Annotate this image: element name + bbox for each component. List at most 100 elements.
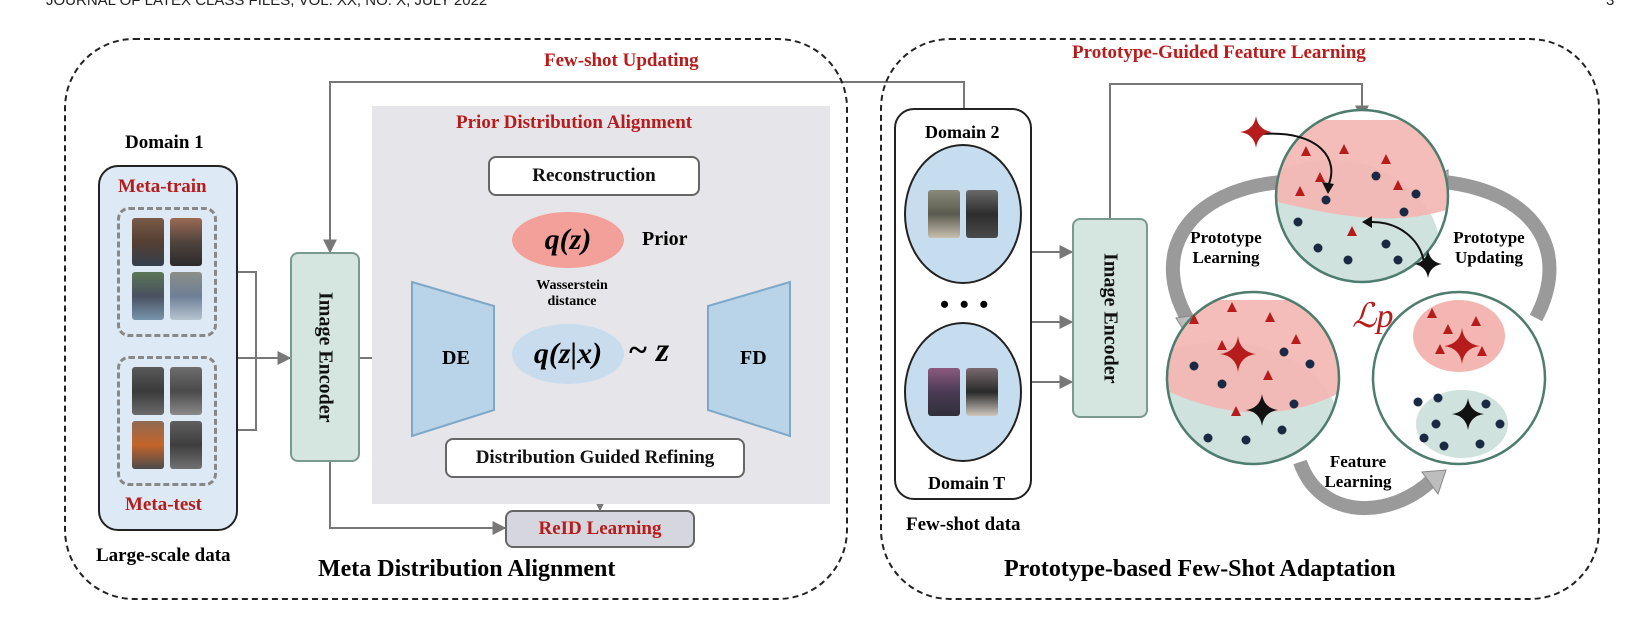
domainT-images [904, 322, 1022, 462]
sample-triangle [1347, 226, 1357, 236]
prototype-updating-label: Prototype Updating [1453, 228, 1525, 267]
sample-triangle [1393, 180, 1403, 190]
sample-dot [1495, 419, 1505, 429]
ellipsis: • • • [940, 290, 991, 319]
sample-triangle [1443, 324, 1453, 334]
sample-markers [1189, 116, 1505, 451]
person-image [170, 272, 202, 320]
distribution-refining-box: Distribution Guided Refining [445, 438, 745, 478]
domain2-label: Domain 2 [925, 122, 1000, 142]
prior-label: Prior [642, 228, 688, 250]
person-image [132, 218, 164, 266]
de-label: DE [442, 347, 470, 369]
sample-triangle [1477, 346, 1487, 356]
image-encoder-left-label: Image Encoder [314, 291, 337, 423]
sample-dot [1371, 171, 1381, 181]
sample-dot [1343, 255, 1353, 265]
sample-triangle [1263, 370, 1273, 380]
image-encoder-right-label: Image Encoder [1099, 252, 1122, 384]
sample-dot [1393, 255, 1403, 265]
sample-dot [1431, 419, 1441, 429]
sample-triangle [1189, 314, 1199, 324]
prototype-star-red [1444, 328, 1480, 364]
arrow-prototype-updating [1443, 175, 1557, 322]
domain1-label: Domain 1 [125, 132, 204, 153]
sample-triangle [1295, 186, 1305, 196]
sample-dot [1381, 239, 1391, 249]
prototype-learning-label: Prototype Learning [1190, 228, 1262, 267]
sample-dot [1413, 397, 1423, 407]
sample-dot [1475, 439, 1485, 449]
page-number: 3 [1606, 0, 1615, 9]
person-image [132, 421, 164, 469]
sample-triangle [1315, 172, 1325, 182]
meta-distribution-panel [64, 38, 848, 600]
prototype-star-red [1220, 336, 1256, 372]
wasserstein-label: Wasserstein distance [536, 278, 608, 309]
sample-dot [1321, 195, 1331, 205]
sample-dot [1399, 207, 1409, 217]
domainT-label: Domain T [928, 473, 1006, 493]
person-image [170, 421, 202, 469]
reid-learning-label: ReID Learning [538, 518, 662, 539]
person-image [928, 368, 960, 416]
image-encoder-right: Image Encoder [1072, 218, 1148, 418]
prior-alignment-title: Prior Distribution Alignment [456, 112, 693, 133]
meta-distribution-title: Meta Distribution Alignment [318, 556, 616, 582]
prototype-star-black [1414, 250, 1442, 278]
fd-trapezoid [707, 280, 791, 438]
sample-dot [1189, 361, 1199, 371]
person-image [966, 190, 998, 238]
reconstruction-label: Reconstruction [532, 165, 656, 186]
prototype-star-black [1246, 394, 1278, 426]
person-image [132, 272, 164, 320]
sample-dot [1203, 433, 1213, 443]
sample-dot [1293, 217, 1303, 227]
sample-dot [1433, 393, 1443, 403]
few-shot-data-label: Few-shot data [906, 514, 1021, 535]
large-scale-label: Large-scale data [96, 545, 231, 566]
sample-triangle [1339, 144, 1349, 154]
sample-triangle [1265, 312, 1275, 322]
fd-label: FD [740, 347, 767, 369]
meta-test-label: Meta-test [125, 494, 203, 515]
sample-triangle [1435, 344, 1445, 354]
image-encoder-left: Image Encoder [290, 252, 360, 462]
sample-dot [1313, 243, 1323, 253]
feature-learning-label: Feature Learning [1324, 452, 1392, 491]
meta-test-images [117, 356, 217, 486]
person-image [966, 368, 998, 416]
person-image [170, 218, 202, 266]
tilde-z-label: ~ z [628, 332, 670, 369]
sample-dot [1217, 379, 1227, 389]
reconstruction-box: Reconstruction [488, 156, 700, 196]
arrow-proto-move [1261, 132, 1333, 187]
journal-header: JOURNAL OF LATEX CLASS FILES, VOL. XX, N… [46, 0, 488, 9]
sample-dot [1481, 399, 1491, 409]
de-trapezoid [411, 280, 495, 438]
reid-learning-box: ReID Learning [505, 510, 695, 548]
sample-dot [1419, 433, 1429, 443]
sample-triangle [1291, 334, 1301, 344]
sample-dot [1439, 441, 1449, 451]
sample-triangle [1427, 308, 1437, 318]
domain2-images [904, 144, 1022, 284]
prototype-feature-learning-title: Prototype-Guided Feature Learning [1072, 42, 1366, 63]
few-shot-updating-label: Few-shot Updating [544, 50, 699, 71]
person-image [928, 190, 960, 238]
sample-dot [1411, 189, 1421, 199]
sample-dot [1279, 347, 1289, 357]
qz-label: q(z) [544, 223, 592, 256]
sample-triangle [1231, 406, 1241, 416]
loss-label: ℒp [1352, 298, 1394, 335]
sample-triangle [1217, 340, 1227, 350]
meta-train-label: Meta-train [118, 176, 207, 197]
sample-triangle [1227, 302, 1237, 312]
posterior-qzx-ellipse: q(z|x) [512, 324, 624, 384]
sample-triangle [1471, 316, 1481, 326]
prior-qz-ellipse: q(z) [512, 212, 624, 268]
arrow-prototype-learning [1165, 175, 1283, 324]
